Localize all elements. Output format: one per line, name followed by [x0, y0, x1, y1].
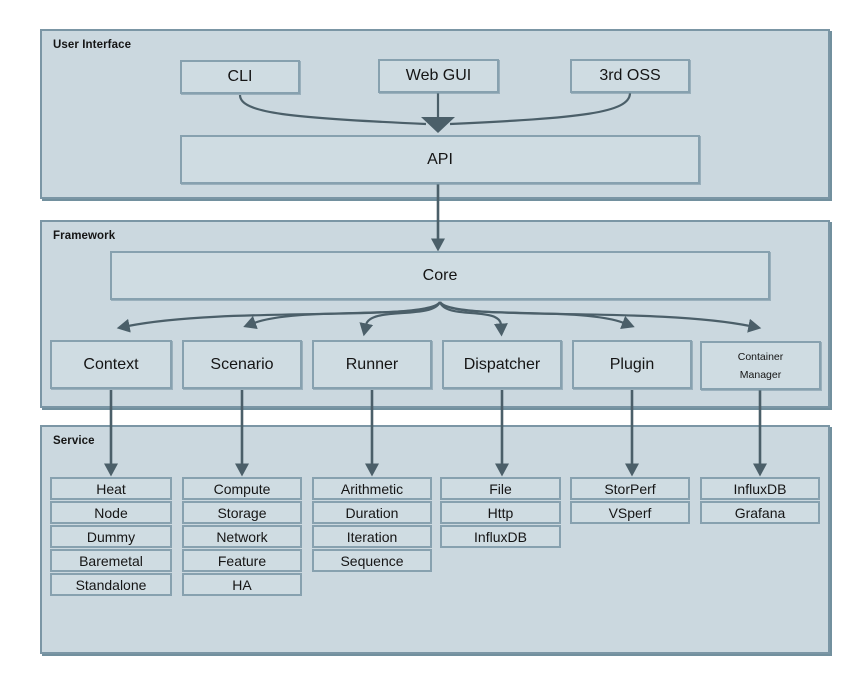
box-dispatcher: Dispatcher [442, 340, 562, 389]
service-item: Duration [312, 501, 432, 524]
box-runner: Runner [312, 340, 432, 389]
service-item: Baremetal [50, 549, 172, 572]
service-item: Heat [50, 477, 172, 500]
service-item: Sequence [312, 549, 432, 572]
container-manager-line-1: Container [737, 350, 784, 363]
box-context: Context [50, 340, 172, 389]
service-item: Iteration [312, 525, 432, 548]
box-plugin: Plugin [572, 340, 692, 389]
service-item: File [440, 477, 561, 500]
service-column-container-manager: InfluxDB Grafana [700, 477, 820, 524]
panel-user-interface-label: User Interface [53, 39, 132, 51]
service-item: HA [182, 573, 302, 596]
service-item: VSperf [570, 501, 690, 524]
box-container-manager: Container Manager [700, 341, 821, 390]
container-manager-line-2: Manager [739, 368, 782, 381]
box-3rd-oss: 3rd OSS [570, 59, 690, 93]
service-item: InfluxDB [440, 525, 561, 548]
service-item: Arithmetic [312, 477, 432, 500]
service-item: Storage [182, 501, 302, 524]
service-item: Grafana [700, 501, 820, 524]
service-item: InfluxDB [700, 477, 820, 500]
service-item: Compute [182, 477, 302, 500]
service-column-scenario: Compute Storage Network Feature HA [182, 477, 302, 596]
service-item: Node [50, 501, 172, 524]
box-scenario: Scenario [182, 340, 302, 389]
service-column-plugin: StorPerf VSperf [570, 477, 690, 524]
box-cli: CLI [180, 60, 300, 94]
box-api: API [180, 135, 700, 184]
service-item: Standalone [50, 573, 172, 596]
service-item: Feature [182, 549, 302, 572]
panel-service-label: Service [53, 435, 95, 447]
service-item: Network [182, 525, 302, 548]
box-core: Core [110, 251, 770, 300]
service-column-dispatcher: File Http InfluxDB [440, 477, 561, 548]
service-column-runner: Arithmetic Duration Iteration Sequence [312, 477, 432, 572]
box-web-gui: Web GUI [378, 59, 499, 93]
service-item: Dummy [50, 525, 172, 548]
service-item: StorPerf [570, 477, 690, 500]
service-column-context: Heat Node Dummy Baremetal Standalone [50, 477, 172, 596]
service-item: Http [440, 501, 561, 524]
panel-framework-label: Framework [53, 230, 116, 242]
